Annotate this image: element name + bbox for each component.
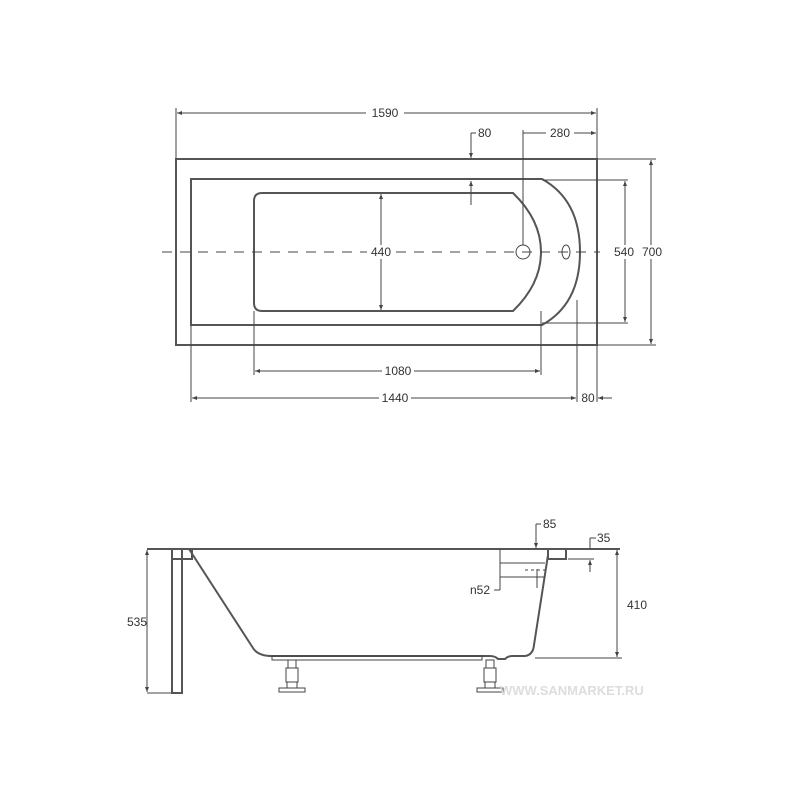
tub-body (188, 548, 549, 660)
base-frame (271, 655, 483, 661)
dim-rim-side: 80 (478, 126, 492, 140)
side-view: 535 410 85 35 n52 WWW.SANMARKET.RU (127, 517, 647, 698)
leg-left (278, 659, 306, 693)
leg-right (476, 659, 504, 693)
dim-depth: 410 (627, 598, 647, 612)
front-panel (171, 548, 183, 694)
dim-inner-length: 1440 (382, 391, 409, 405)
basin-bottom (253, 192, 543, 312)
rim-step (547, 548, 567, 560)
dim-overall-width: 700 (642, 245, 662, 259)
dim-basin-length: 1080 (385, 364, 412, 378)
dim-basin-width: 440 (371, 245, 391, 259)
dim-inner-width: 540 (614, 245, 634, 259)
top-view: 1590 80 280 440 540 700 1080 (162, 106, 665, 405)
dim-overall-length: 1590 (372, 106, 399, 120)
dim-overflow-offset: 85 (543, 517, 557, 531)
dim-rim-thickness: 35 (597, 531, 611, 545)
watermark: WWW.SANMARKET.RU (500, 683, 644, 698)
dim-rim-end: 80 (581, 391, 595, 405)
dim-overflow-diameter: n52 (470, 583, 490, 597)
overflow-icon (561, 244, 571, 260)
dim-drain-offset: 280 (550, 126, 570, 140)
dim-total-height: 535 (127, 615, 147, 629)
